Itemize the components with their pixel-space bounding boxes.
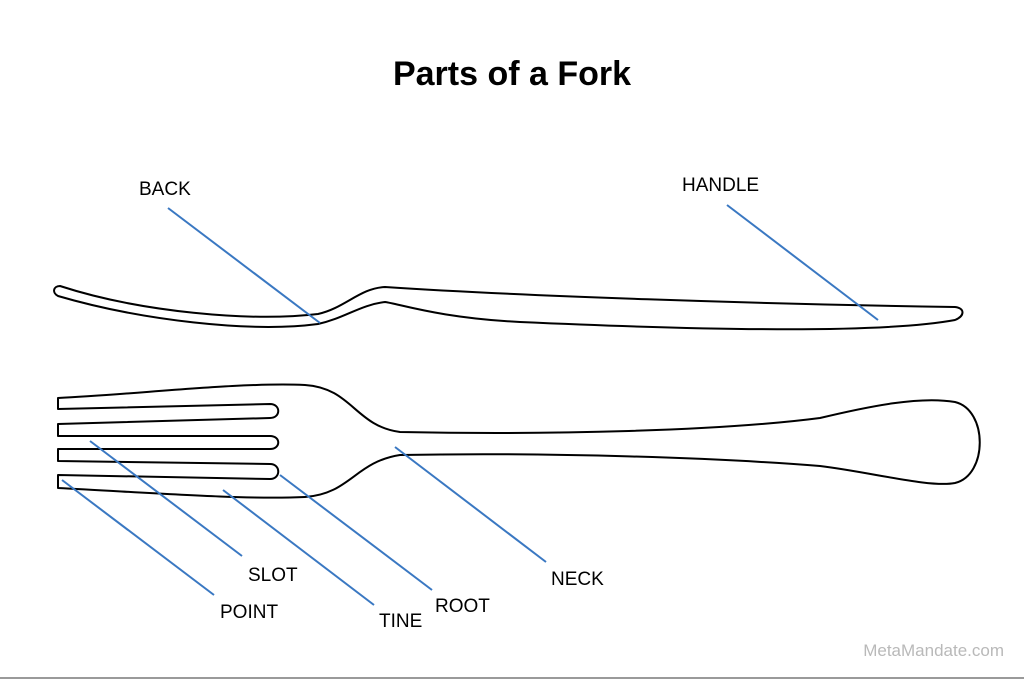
fork-side-view <box>53 285 964 331</box>
leader-lines <box>61 204 879 606</box>
leader-neck <box>394 446 547 563</box>
label-point: POINT <box>220 602 278 623</box>
leader-slot <box>89 440 243 557</box>
leader-back <box>167 207 321 324</box>
leader-root <box>279 474 433 591</box>
label-slot: SLOT <box>248 565 298 586</box>
bottom-divider <box>0 677 1024 679</box>
watermark: MetaMandate.com <box>863 641 1004 660</box>
diagram-title: Parts of a Fork <box>392 55 632 93</box>
label-handle: HANDLE <box>682 175 759 196</box>
leader-point <box>61 479 215 596</box>
label-tine: TINE <box>379 611 422 632</box>
label-root: ROOT <box>435 596 490 617</box>
fork-top-view <box>57 383 981 499</box>
leader-tine <box>222 489 375 606</box>
fork-top-outline <box>57 383 981 499</box>
fork-side-outline <box>53 285 964 331</box>
label-back: BACK <box>139 179 191 200</box>
leader-handle <box>726 204 879 321</box>
label-neck: NECK <box>551 569 604 590</box>
part-labels: BACK HANDLE SLOT POINT TINE ROOT NECK <box>139 175 759 632</box>
